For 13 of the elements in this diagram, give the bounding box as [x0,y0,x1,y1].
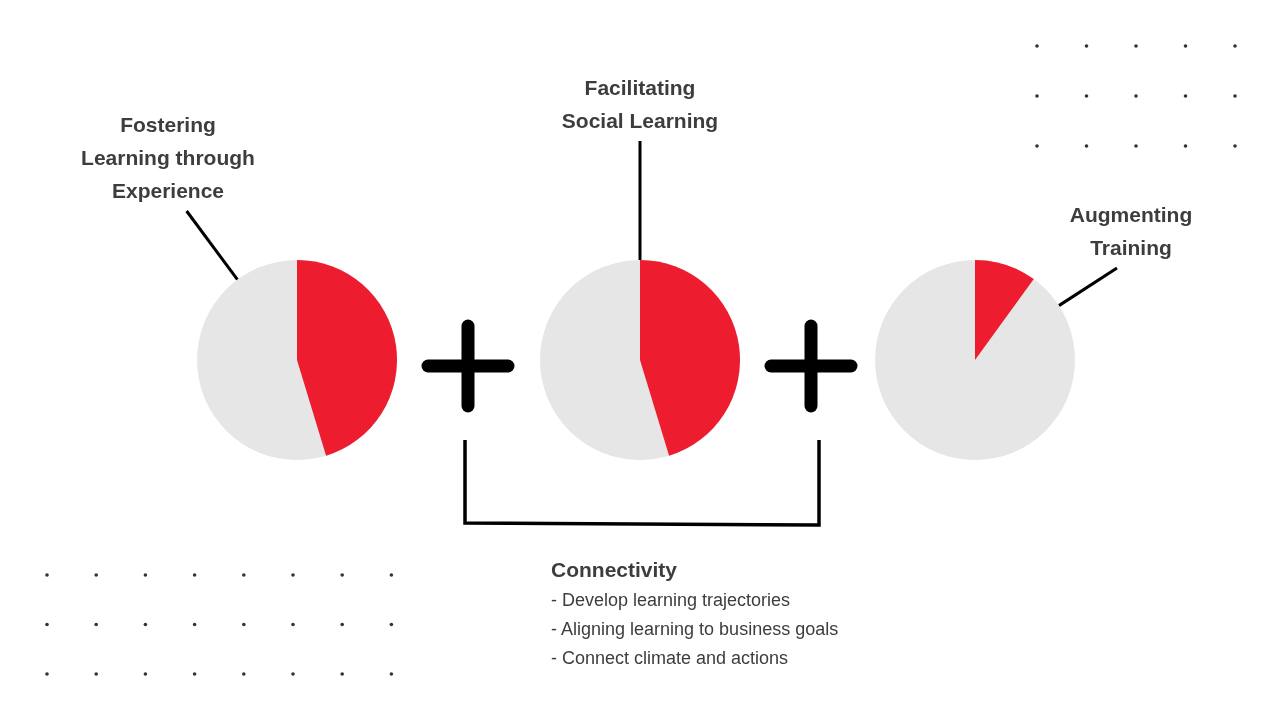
pie-chart-drawing [875,260,1075,460]
bullet-item: - Aligning learning to business goals [551,619,839,640]
heading-text: Facilitating Social Learning [552,71,728,137]
bullet-item: - Develop learning trajectories [551,590,791,611]
bullet-item: - Connect climate and actions [551,648,789,669]
pie-chart-drawing [540,260,740,460]
leader-line [638,141,642,260]
leader-line [185,210,239,281]
heading-text: Fostering Learning through Experience [75,108,261,207]
section-heading: Connectivity [551,558,678,582]
leader-line [1058,266,1118,307]
heading-text: Augmenting Training [1061,198,1201,264]
pie-chart-drawing [197,260,397,460]
